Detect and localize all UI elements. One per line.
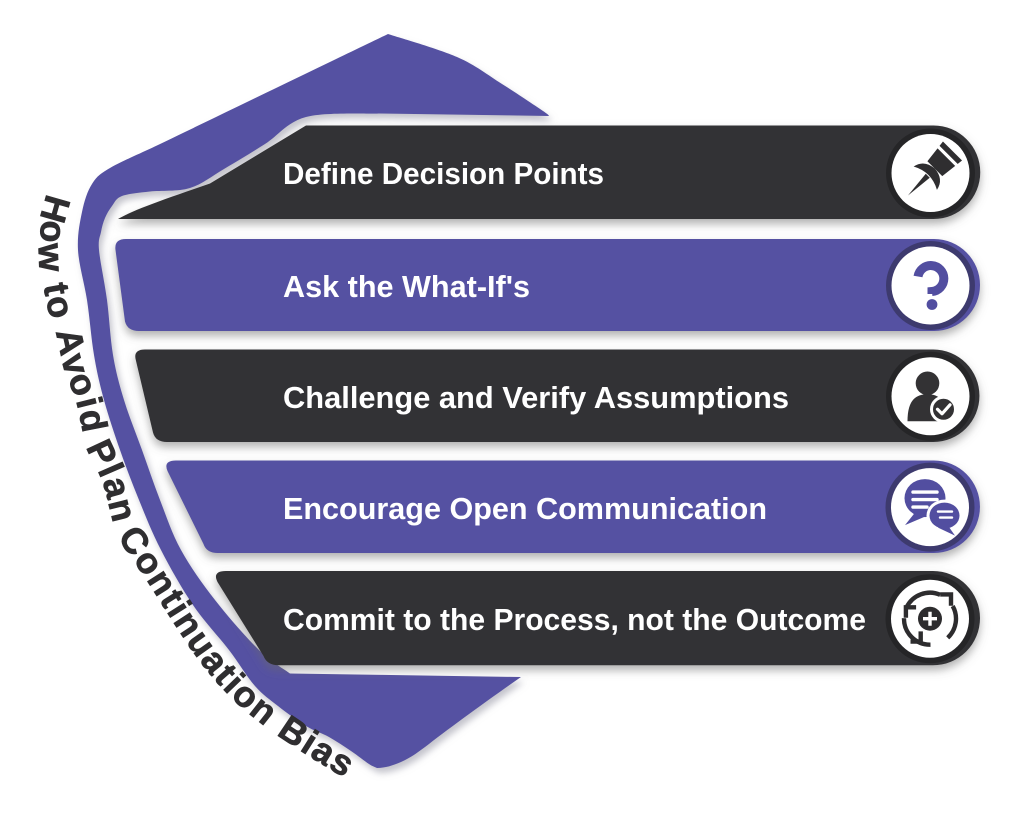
svg-text:Define Decision Points: Define Decision Points xyxy=(283,156,604,191)
svg-text:Encourage Open Communication: Encourage Open Communication xyxy=(283,491,767,526)
svg-text:Commit to the Process, not the: Commit to the Process, not the Outcome xyxy=(283,602,866,637)
svg-text:Challenge and Verify Assumptio: Challenge and Verify Assumptions xyxy=(283,380,789,415)
svg-text:Ask the What-If's: Ask the What-If's xyxy=(283,269,530,304)
